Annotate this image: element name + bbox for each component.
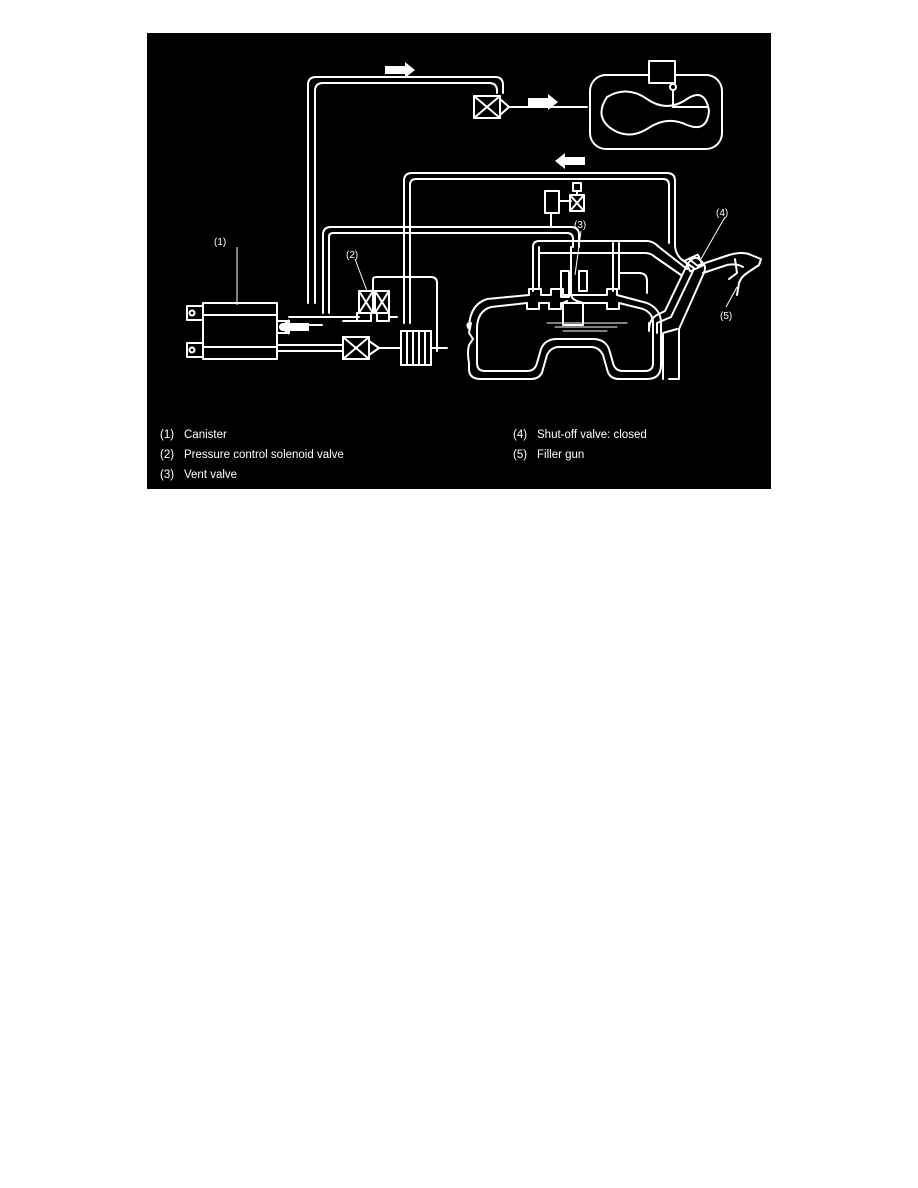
callout-1: (1) xyxy=(214,237,226,248)
legend-item-3: (3) Vent valve xyxy=(160,468,237,482)
legend-number: (4) xyxy=(513,429,528,441)
callout-4: (4) xyxy=(716,208,728,219)
intake-manifold xyxy=(589,60,723,150)
evap-system-diagram: (1) (2) (3) (4) (5) (1) Canister (2) Press… xyxy=(147,33,771,489)
canister xyxy=(186,302,290,360)
vent-valve xyxy=(560,246,588,326)
legend-item-5: (5) Filler gun xyxy=(513,448,584,462)
legend: (1) Canister (2) Pressure control solenoid… xyxy=(147,427,771,489)
legend-label: Filler gun xyxy=(537,449,585,461)
vent-valve-top xyxy=(544,182,585,228)
diagram-drawing: (1) (2) (3) (4) (5) xyxy=(186,60,762,380)
legend-label: Vent valve xyxy=(184,469,238,481)
purge-control-valve xyxy=(473,95,588,119)
drain-valve xyxy=(342,336,402,360)
callout-2: (2) xyxy=(346,250,358,261)
flow-arrows xyxy=(279,62,585,335)
filler-gun xyxy=(698,252,762,296)
vapor-line-inner xyxy=(328,232,574,314)
legend-item-4: (4) Shut-off valve: closed xyxy=(513,428,647,442)
vapor-line xyxy=(322,226,580,314)
callout-leaders xyxy=(236,216,738,308)
legend-label: Pressure control solenoid valve xyxy=(184,449,344,461)
legend-number: (1) xyxy=(160,429,175,441)
callouts: (1) (2) (3) (4) (5) xyxy=(214,208,732,322)
filler-neck xyxy=(648,256,706,380)
return-line-inner xyxy=(409,178,670,324)
legend-number: (5) xyxy=(513,449,528,461)
flow-arrow-right-engine xyxy=(528,94,558,110)
flow-arrow-left-return xyxy=(555,153,585,169)
legend-number: (3) xyxy=(160,469,175,481)
legend-label: Shut-off valve: closed xyxy=(537,429,647,441)
shut-off-valve xyxy=(684,253,704,273)
legend-item-2: (2) Pressure control solenoid valve xyxy=(160,448,344,462)
callout-5: (5) xyxy=(720,311,732,322)
flow-arrow-right-top xyxy=(385,62,415,78)
return-line xyxy=(403,172,696,324)
callout-3: (3) xyxy=(574,220,586,231)
legend-label: Canister xyxy=(184,429,227,441)
legend-item-1: (1) Canister xyxy=(160,428,227,442)
pressure-control-solenoid-valve xyxy=(342,276,438,352)
legend-number: (2) xyxy=(160,449,175,461)
air-filter xyxy=(400,330,448,366)
purge-line-upper-inner xyxy=(314,82,498,304)
flow-arrow-left-canister xyxy=(279,319,309,335)
